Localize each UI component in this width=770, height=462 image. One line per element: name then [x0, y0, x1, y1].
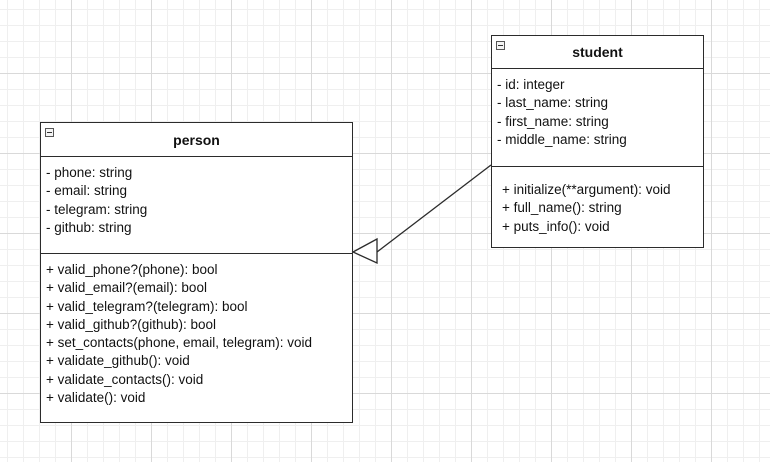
- method: + set_contacts(phone, email, telegram): …: [46, 335, 313, 351]
- inheritance-arrowhead: [351, 237, 378, 265]
- attribute: - middle_name: string: [497, 131, 627, 147]
- method: + puts_info(): void: [502, 218, 610, 234]
- method: + initialize(**argument): void: [502, 182, 671, 197]
- method: + valid_telegram?(telegram): bool: [46, 298, 248, 314]
- class-person-name: person: [173, 131, 220, 148]
- class-student-header[interactable]: student: [492, 36, 703, 69]
- method: + full_name(): string: [502, 200, 622, 216]
- class-person-methods: + valid_phone?(phone): bool + valid_emai…: [41, 253, 352, 407]
- class-student-name: student: [572, 44, 623, 60]
- attribute: - telegram: string: [46, 201, 148, 217]
- method: + validate(): void: [46, 390, 146, 406]
- class-student-methods: + initialize(**argument): void + full_na…: [492, 166, 703, 236]
- method: + valid_github?(github): bool: [46, 316, 216, 332]
- attribute: - id: integer: [497, 77, 565, 92]
- inheritance-line[interactable]: [376, 164, 492, 253]
- attribute: - phone: string: [46, 165, 133, 180]
- method: + validate_contacts(): void: [46, 371, 204, 387]
- class-person-header[interactable]: person: [41, 123, 352, 157]
- collapse-icon[interactable]: [45, 128, 54, 137]
- class-person-attributes: - phone: string - email: string - telegr…: [41, 157, 352, 253]
- attribute: - email: string: [46, 183, 128, 199]
- class-student-attributes: - id: integer - last_name: string - firs…: [492, 69, 703, 166]
- collapse-icon[interactable]: [496, 41, 505, 50]
- class-person[interactable]: person - phone: string - email: string -…: [40, 122, 353, 423]
- attribute: - first_name: string: [497, 113, 609, 129]
- class-student[interactable]: student - id: integer - last_name: strin…: [491, 35, 704, 248]
- method: + valid_email?(email): bool: [46, 280, 207, 296]
- method: + valid_phone?(phone): bool: [46, 262, 218, 277]
- method: + validate_github(): void: [46, 353, 190, 369]
- attribute: - github: string: [46, 219, 132, 235]
- attribute: - last_name: string: [497, 95, 609, 111]
